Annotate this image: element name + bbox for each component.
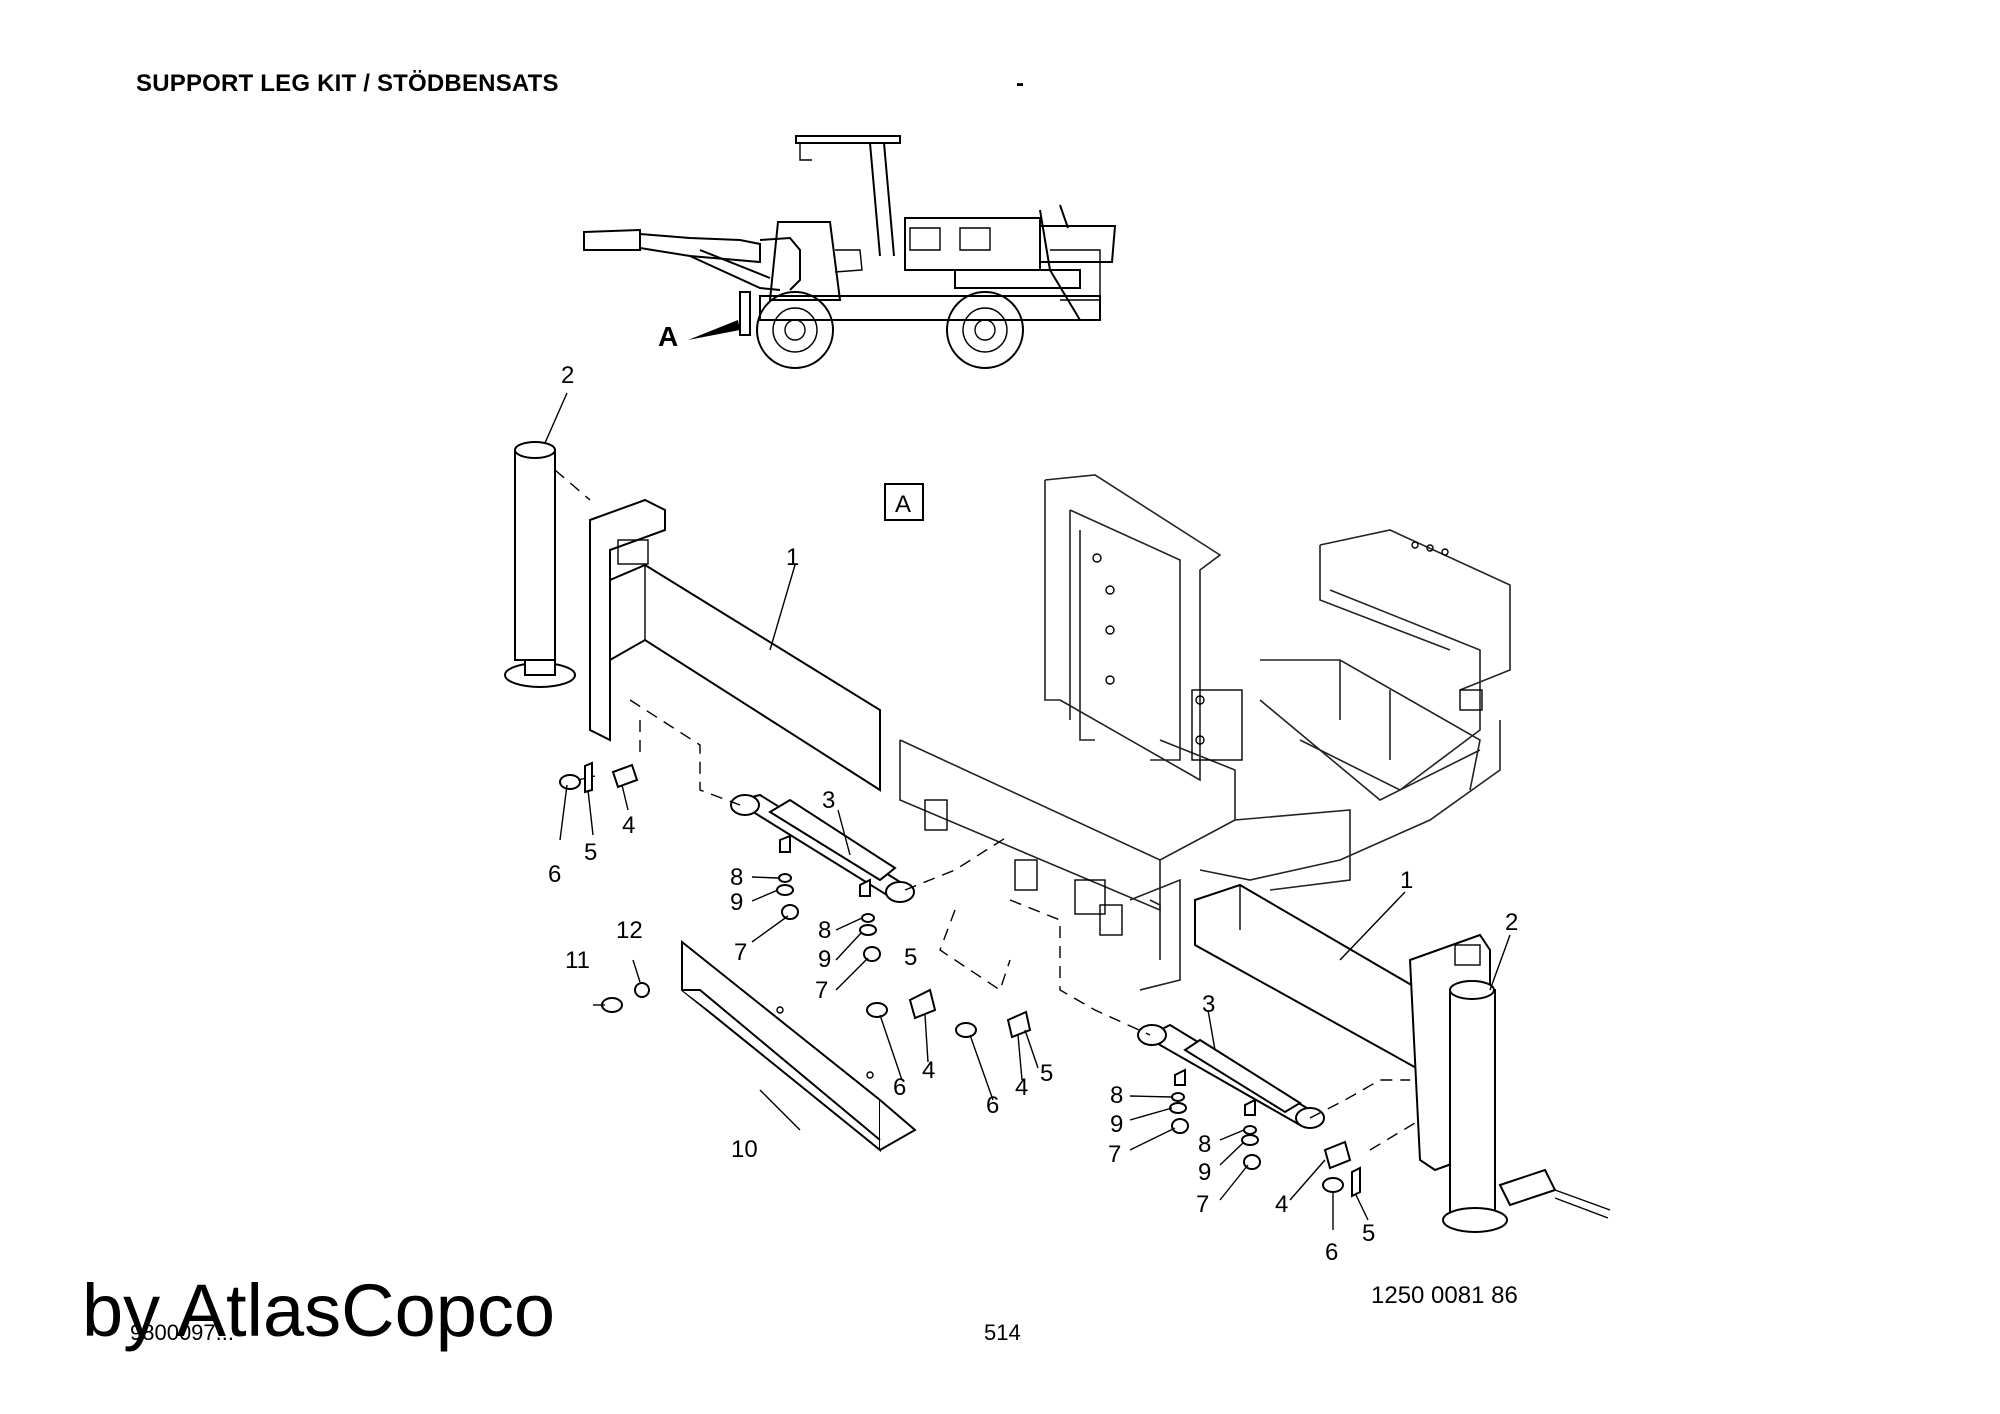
- part-label-2: 2: [1505, 909, 1518, 936]
- support-leg-left: [504, 441, 881, 792]
- part-number-labels: 2 1 3 4 5 6 8 9 7 8 9 7 5 12 11 6 4 6 4 …: [548, 362, 1518, 1266]
- part-label-10: 10: [731, 1136, 758, 1163]
- chassis-frame: [899, 474, 1511, 991]
- part-label-3: 3: [1202, 991, 1215, 1018]
- part-label-5: 5: [1362, 1220, 1375, 1247]
- part-label-3: 3: [822, 787, 835, 814]
- overview-marker-a: A: [658, 321, 678, 352]
- page-title: SUPPORT LEG KIT / STÖDBENSATS: [136, 70, 559, 97]
- view-a-box: [884, 483, 924, 521]
- part-label-8: 8: [730, 864, 743, 891]
- hydraulic-cylinder-right: [1137, 1023, 1325, 1129]
- part-label-2: 2: [561, 362, 574, 389]
- part-label-8: 8: [1198, 1131, 1211, 1158]
- part-label-6: 6: [986, 1092, 999, 1119]
- part-label-7: 7: [1196, 1191, 1209, 1218]
- part-label-9: 9: [730, 889, 743, 916]
- part-label-6: 6: [1325, 1239, 1338, 1266]
- part-label-5: 5: [1040, 1060, 1053, 1087]
- hardware-parts: [559, 761, 1361, 1198]
- document-number: 1250 0081 86: [1371, 1282, 1518, 1309]
- support-leg-right: [1194, 883, 1611, 1233]
- part-label-4: 4: [1015, 1074, 1028, 1101]
- part-label-6: 6: [548, 861, 561, 888]
- part-label-8: 8: [818, 917, 831, 944]
- header-dash: -: [1016, 70, 1024, 97]
- view-a-label: A: [895, 491, 911, 518]
- part-label-9: 9: [1110, 1111, 1123, 1138]
- part-label-5: 5: [904, 944, 917, 971]
- hydraulic-cylinder-left: [730, 793, 915, 903]
- part-label-7: 7: [815, 977, 828, 1004]
- part-label-1: 1: [1400, 867, 1413, 894]
- part-label-7: 7: [1108, 1141, 1121, 1168]
- cover-plate: [681, 939, 917, 1153]
- part-label-4: 4: [1275, 1191, 1288, 1218]
- part-label-9: 9: [818, 946, 831, 973]
- part-label-4: 4: [922, 1057, 935, 1084]
- page-number: 514: [984, 1320, 1021, 1345]
- leader-lines: [544, 392, 1511, 1230]
- part-label-9: 9: [1198, 1159, 1211, 1186]
- part-label-6: 6: [893, 1074, 906, 1101]
- part-label-5: 5: [584, 839, 597, 866]
- part-label-11: 11: [565, 947, 590, 974]
- part-label-12: 12: [616, 917, 643, 944]
- drill-rig-overview: A: [583, 135, 1117, 369]
- part-label-7: 7: [734, 939, 747, 966]
- part-label-1: 1: [786, 544, 799, 571]
- part-label-8: 8: [1110, 1082, 1123, 1109]
- watermark-text: by AtlasCopco: [82, 1269, 556, 1352]
- part-label-4: 4: [622, 812, 635, 839]
- reference-number: 9800097...: [130, 1320, 234, 1345]
- assembly-lines: [629, 699, 1421, 1151]
